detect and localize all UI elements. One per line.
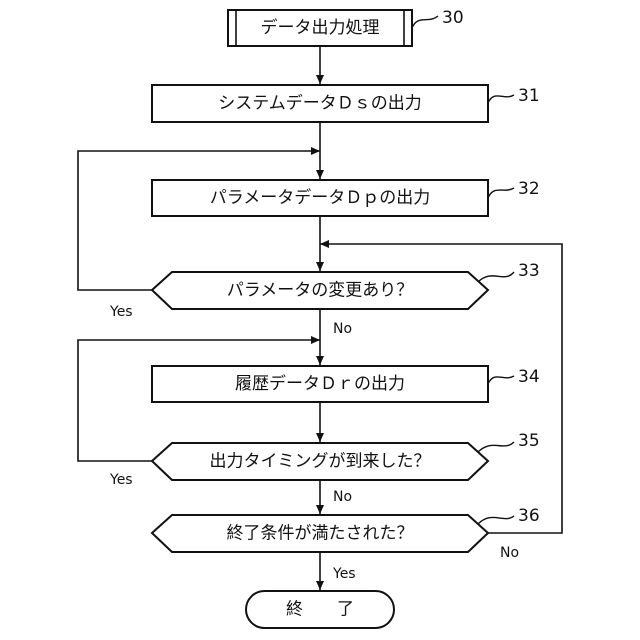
ref-30: 30 [412, 8, 464, 28]
svg-text:33: 33 [518, 261, 540, 281]
process-output-parameter-data-label: パラメータデータＤｐの出力 [210, 187, 431, 208]
decision-output-timing-reached-label: 出力タイミングが到来した？ [210, 452, 431, 472]
ref-33: 33 [478, 261, 540, 282]
process-output-system-data: システムデータＤｓの出力 [152, 85, 488, 122]
label-36-yes: Yes [332, 566, 356, 582]
ref-35: 35 [478, 431, 540, 452]
loop-33-yes-back-to-32 [78, 151, 320, 290]
ref-31: 31 [488, 86, 540, 106]
decision-output-timing-reached: 出力タイミングが到来した？ [152, 443, 488, 480]
label-33-no: No [333, 321, 352, 337]
svg-text:34: 34 [518, 367, 540, 387]
ref-34: 34 [488, 367, 540, 387]
label-36-no: No [500, 545, 519, 561]
process-output-parameter-data: パラメータデータＤｐの出力 [152, 180, 488, 216]
start-node: データ出力処理 [228, 10, 412, 46]
process-output-history-data: 履歴データＤｒの出力 [152, 366, 488, 402]
end-node: 終 了 [246, 591, 394, 628]
label-33-yes: Yes [109, 304, 133, 320]
label-35-no: No [333, 489, 352, 505]
svg-text:32: 32 [518, 179, 540, 199]
process-output-system-data-label: システムデータＤｓの出力 [218, 93, 422, 114]
process-output-history-data-label: 履歴データＤｒの出力 [235, 373, 405, 394]
ref-32: 32 [488, 179, 540, 199]
svg-text:30: 30 [442, 8, 464, 28]
start-node-label: データ出力処理 [261, 17, 380, 38]
end-node-label: 終 了 [286, 600, 354, 620]
ref-36: 36 [478, 506, 540, 526]
decision-parameter-changed: パラメータの変更あり？ [152, 272, 488, 309]
svg-text:35: 35 [518, 431, 540, 451]
svg-text:31: 31 [518, 86, 540, 106]
decision-end-condition-met: 終了条件が満たされた？ [152, 515, 488, 552]
svg-text:36: 36 [518, 506, 540, 526]
label-35-yes: Yes [109, 472, 133, 488]
decision-parameter-changed-label: パラメータの変更あり？ [227, 281, 414, 301]
decision-end-condition-met-label: 終了条件が満たされた？ [227, 524, 414, 544]
